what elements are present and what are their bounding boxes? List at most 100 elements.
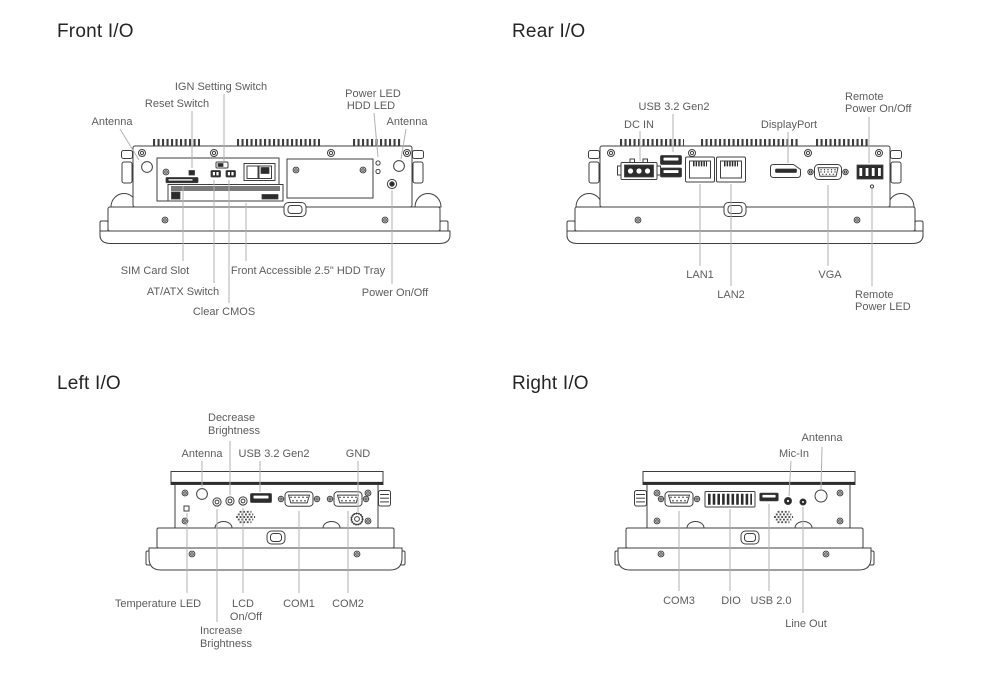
lan2-port (717, 157, 746, 182)
label-remote-power-line1: Remote (845, 91, 884, 103)
screw-icon (327, 149, 335, 157)
line-out-jack (799, 498, 807, 506)
usb20-port (759, 492, 779, 502)
label-sim-card-slot: SIM Card Slot (121, 265, 189, 277)
label-increase-line1: Increase (200, 625, 242, 637)
lcd-on-off-button (238, 496, 248, 506)
usb-port (250, 493, 272, 503)
temperature-led-dot (183, 505, 190, 512)
rear-leader-lines (639, 114, 873, 286)
front-io-panel: Front I/O (57, 21, 451, 318)
bezel-latch (283, 202, 307, 217)
sim-card-slot (165, 177, 199, 184)
label-ign-setting-switch: IGN Setting Switch (175, 81, 267, 93)
screw-icon (138, 149, 146, 157)
label-antenna: Antenna (802, 432, 844, 444)
label-com2: COM2 (332, 598, 364, 610)
right-io-panel: Right I/O (512, 373, 875, 630)
front-cover-plate (286, 158, 374, 199)
label-com3: COM3 (663, 595, 695, 607)
label-decrease-line1: Decrease (208, 412, 255, 424)
label-lcd-line1: LCD (232, 598, 254, 610)
label-at-atx-switch: AT/ATX Switch (147, 286, 219, 298)
mic-in-jack (783, 496, 793, 506)
label-remote-led-line2: Power LED (855, 301, 911, 313)
label-com1: COM1 (283, 598, 315, 610)
hdd-tray-front (167, 184, 284, 202)
right-device-drawing (614, 471, 875, 571)
label-temperature-led: Temperature LED (115, 598, 201, 610)
rear-io-panel: Rear I/O (512, 21, 924, 313)
antenna-hole-right (393, 160, 405, 172)
label-dio: DIO (721, 595, 741, 607)
label-antenna-left: Antenna (92, 116, 134, 128)
usb-port-upper (660, 155, 682, 165)
label-antenna-right: Antenna (387, 116, 429, 128)
front-io-title: Front I/O (57, 21, 134, 42)
right-io-title: Right I/O (512, 373, 589, 394)
label-increase-line2: Brightness (200, 638, 252, 650)
reset-switch (188, 170, 195, 176)
label-remote-power-line2: Power On/Off (845, 103, 912, 115)
label-reset-switch: Reset Switch (145, 98, 209, 110)
label-usb20: USB 2.0 (751, 595, 792, 607)
label-displayport: DisplayPort (761, 119, 817, 131)
screw-icon (210, 149, 218, 157)
left-device-drawing (145, 471, 406, 571)
decrease-brightness-button (225, 496, 235, 506)
gnd-screw (350, 512, 364, 526)
increase-brightness-button (212, 497, 222, 507)
left-io-title: Left I/O (57, 373, 121, 394)
left-io-panel: Left I/O (57, 373, 406, 650)
bezel-latch (740, 530, 760, 545)
label-gnd: GND (346, 448, 371, 460)
power-button (386, 178, 398, 190)
label-power-on-off: Power On/Off (362, 287, 429, 299)
label-usb32: USB 3.2 Gen2 (239, 448, 310, 460)
label-hdd-led: HDD LED (347, 100, 395, 112)
bezel-latch (723, 202, 747, 217)
left-leader-lines (186, 441, 359, 622)
dc-in-connector (617, 158, 661, 180)
displayport-connector (770, 164, 801, 178)
antenna-hole-left (141, 161, 153, 173)
label-vga: VGA (818, 269, 842, 281)
ign-setting-switch (215, 161, 229, 169)
label-lan1: LAN1 (686, 269, 714, 281)
label-lan2: LAN2 (717, 289, 745, 301)
at-atx-switch (210, 170, 221, 178)
hdd-led-dot (375, 168, 381, 175)
front-leader-lines (119, 94, 407, 303)
clear-cmos-switch (225, 170, 236, 178)
label-decrease-line2: Brightness (208, 425, 260, 437)
side-thumbscrew (634, 490, 647, 507)
label-dc-in: DC IN (624, 119, 654, 131)
label-antenna: Antenna (182, 448, 224, 460)
rear-device-drawing (566, 139, 924, 244)
lan1-port (686, 157, 715, 182)
dio-terminal (704, 491, 756, 508)
label-line-out: Line Out (785, 618, 827, 630)
label-hdd-tray: Front Accessible 2.5" HDD Tray (231, 265, 386, 277)
remote-power-connector (856, 164, 884, 180)
bezel-latch (266, 530, 286, 545)
label-usb32: USB 3.2 Gen2 (639, 101, 710, 113)
label-lcd-line2: On/Off (230, 611, 263, 623)
label-power-led: Power LED (345, 88, 401, 100)
remote-power-led-dot (869, 184, 875, 189)
side-thumbscrew (378, 490, 391, 507)
antenna-hole (196, 488, 208, 500)
rear-io-title: Rear I/O (512, 21, 585, 42)
front-io-bay (156, 157, 284, 202)
screw-icon (403, 149, 411, 157)
power-led-dot (375, 160, 381, 166)
label-clear-cmos: Clear CMOS (193, 306, 255, 318)
front-device-drawing (99, 139, 451, 244)
hdd-tray-latch (243, 163, 276, 181)
antenna-hole (814, 489, 828, 503)
label-mic-in: Mic-In (779, 448, 809, 460)
label-remote-led-line1: Remote (855, 289, 894, 301)
right-leader-lines (678, 446, 823, 613)
